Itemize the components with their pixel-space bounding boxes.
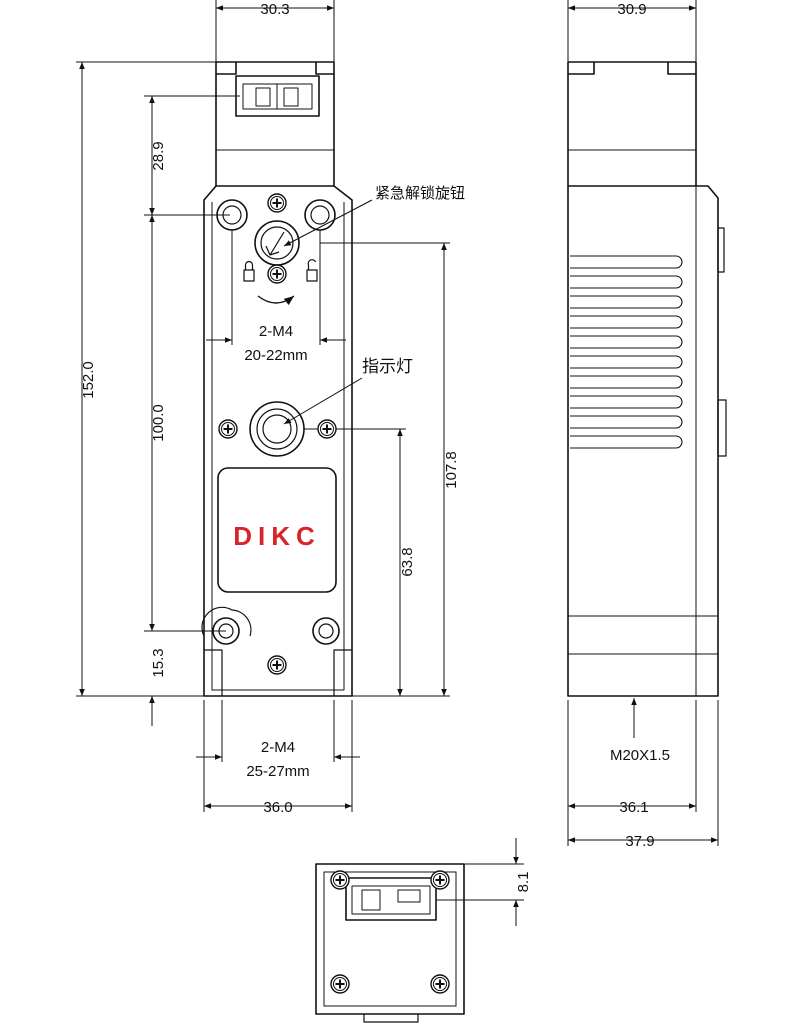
callout-indicator-light: 指示灯 — [362, 357, 413, 377]
screw-icons — [218, 193, 450, 994]
dim-bottom-offset: 15.3 — [150, 648, 167, 677]
dimension-lines — [76, 0, 719, 926]
front-view — [201, 61, 353, 697]
dim-side-width-outer: 37.9 — [625, 833, 654, 850]
note-top-holes-spacing: 20-22mm — [244, 347, 307, 364]
note-cable-thread: M20X1.5 — [610, 747, 670, 764]
bottom-view — [315, 863, 465, 1023]
note-top-holes-count: 2-M4 — [259, 323, 293, 340]
note-bottom-holes-spacing: 25-27mm — [246, 763, 309, 780]
dim-right-height: 107.8 — [443, 451, 460, 489]
note-bottom-holes-count: 2-M4 — [261, 739, 295, 756]
brand-logo: DIKC — [233, 521, 321, 551]
dim-side-width-inner: 36.1 — [619, 799, 648, 816]
side-view — [567, 61, 727, 697]
dim-bottom-view-offset: 8.1 — [515, 872, 532, 893]
dim-front-top-width: 30.3 — [260, 1, 289, 18]
dim-top-offset: 28.9 — [150, 141, 167, 170]
dim-indicator-height: 63.8 — [399, 547, 416, 576]
dim-front-width: 36.0 — [263, 799, 292, 816]
dim-mounting-pitch: 100.0 — [150, 404, 167, 442]
callout-emergency-release-knob: 紧急解锁旋钮 — [375, 184, 465, 202]
dim-side-top-width: 30.9 — [617, 1, 646, 18]
dim-total-height: 152.0 — [80, 361, 97, 399]
